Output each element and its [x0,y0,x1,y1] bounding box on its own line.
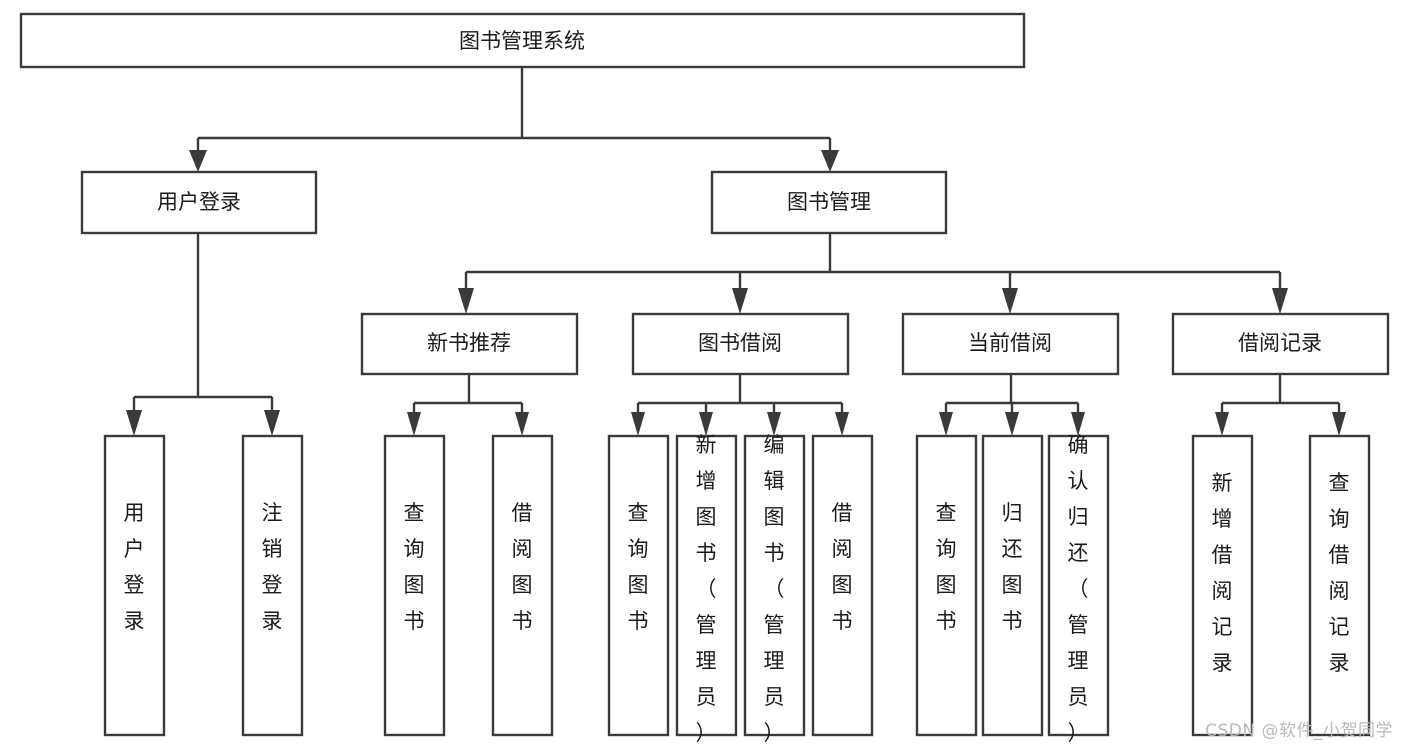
leaf-br-add-record-label: 新增借阅记录 [1212,471,1233,675]
leaf-cb-return-book[interactable]: 归还图书 [981,434,1044,737]
arrow-to-leaf-nb-2 [515,412,529,436]
arrow-to-leaf-cb-1 [939,412,953,436]
leaf-bb-query-book-label: 查询图书 [628,501,649,633]
arrow-to-leaf-nb-1 [407,412,421,436]
leaf-user-login-label: 用户登录 [124,501,145,633]
leaf-cb-confirm-return-label: 确认归还（管理员） [1068,433,1089,745]
arrow-to-leaf-cb-2 [1005,412,1019,436]
node-current-borrow-label: 当前借阅 [968,331,1052,355]
leaf-bb-query-book-box[interactable] [607,434,670,737]
leaf-cb-query-book-box[interactable] [915,434,978,737]
leaf-bb-edit-book[interactable]: 编辑图书（管理员） [743,433,806,745]
arrow-to-leaf-br-2 [1332,412,1346,436]
leaf-bb-add-book-box[interactable] [675,434,738,737]
arrow-to-leaf-bb-4 [835,412,849,436]
leaf-nb-query-book-label: 查询图书 [404,501,425,633]
leaf-cb-return-book-label: 归还图书 [1002,501,1023,633]
node-borrow-record-label: 借阅记录 [1238,331,1322,355]
leaf-nb-borrow-book-label: 借阅图书 [512,501,533,633]
leaf-bb-borrow-book-label: 借阅图书 [832,501,853,633]
leaf-nb-query-book[interactable]: 查询图书 [383,434,446,737]
leaf-bb-query-book[interactable]: 查询图书 [607,434,670,737]
node-book-management[interactable]: 图书管理 [710,170,948,235]
leaf-br-add-record[interactable]: 新增借阅记录 [1191,434,1254,737]
arrow-to-leaf-cb-3 [1071,412,1085,436]
leaf-nb-borrow-book[interactable]: 借阅图书 [491,434,554,737]
leaf-user-login[interactable]: 用户登录 [103,434,166,737]
node-book-borrow[interactable]: 图书借阅 [631,312,850,376]
node-borrow-record[interactable]: 借阅记录 [1171,312,1390,376]
node-root-label: 图书管理系统 [459,29,585,53]
arrow-to-user-login [189,150,207,172]
leaf-nb-borrow-book-box[interactable] [491,434,554,737]
leaf-bb-borrow-book-box[interactable] [811,434,874,737]
leaf-br-query-record[interactable]: 查询借阅记录 [1308,434,1371,737]
node-user-login-box[interactable] [80,170,318,235]
node-new-book-recommend-label: 新书推荐 [427,331,511,355]
arrow-to-leaf-br-1 [1215,412,1229,436]
leaf-logout[interactable]: 注销登录 [241,434,304,737]
node-current-borrow[interactable]: 当前借阅 [901,312,1120,376]
leaf-bb-edit-book-label: 编辑图书（管理员） [764,433,785,745]
arrow-to-book-borrow [732,288,748,314]
leaf-cb-query-book-label: 查询图书 [936,501,957,633]
leaf-cb-confirm-return-box[interactable] [1047,434,1110,737]
leaf-nb-query-book-box[interactable] [383,434,446,737]
arrow-to-leaf-bb-3 [767,412,781,436]
arrow-to-new-book [458,288,474,314]
node-user-login[interactable]: 用户登录 [80,170,318,235]
leaf-user-login-box[interactable] [103,434,166,737]
leaf-bb-add-book-label: 新增图书（管理员） [696,433,717,745]
leaf-logout-label: 注销登录 [262,501,283,633]
node-book-management-label: 图书管理 [787,190,871,214]
leaf-br-query-record-box[interactable] [1308,434,1371,737]
node-borrow-record-box[interactable] [1171,312,1390,376]
node-user-login-label: 用户登录 [157,190,241,214]
arrow-to-leaf-logout [264,410,280,436]
arrow-to-borrow-record [1272,288,1288,314]
node-new-book-recommend[interactable]: 新书推荐 [360,312,579,376]
node-current-borrow-box[interactable] [901,312,1120,376]
connector-group [126,67,1346,436]
node-root-box[interactable] [19,12,1026,69]
node-book-management-box[interactable] [710,170,948,235]
node-root[interactable]: 图书管理系统 [19,12,1026,69]
node-book-borrow-box[interactable] [631,312,850,376]
arrow-to-current-borrow [1002,288,1018,314]
leaf-br-add-record-box[interactable] [1191,434,1254,737]
leaf-bb-borrow-book[interactable]: 借阅图书 [811,434,874,737]
leaf-bb-add-book[interactable]: 新增图书（管理员） [675,433,738,745]
node-new-book-recommend-box[interactable] [360,312,579,376]
leaf-cb-confirm-return[interactable]: 确认归还（管理员） [1047,433,1110,745]
leaf-bb-edit-book-box[interactable] [743,434,806,737]
arrow-to-book-mgmt [821,150,839,172]
leaf-br-query-record-label: 查询借阅记录 [1329,471,1350,675]
arrow-to-leaf-bb-2 [699,412,713,436]
arrow-to-leaf-user-login [126,410,142,436]
csdn-watermark: CSDN @软件_小贺同学 [1205,721,1393,741]
arrow-to-leaf-bb-1 [631,412,645,436]
node-book-borrow-label: 图书借阅 [698,331,782,355]
leaf-logout-box[interactable] [241,434,304,737]
leaf-cb-query-book[interactable]: 查询图书 [915,434,978,737]
leaf-cb-return-book-box[interactable] [981,434,1044,737]
